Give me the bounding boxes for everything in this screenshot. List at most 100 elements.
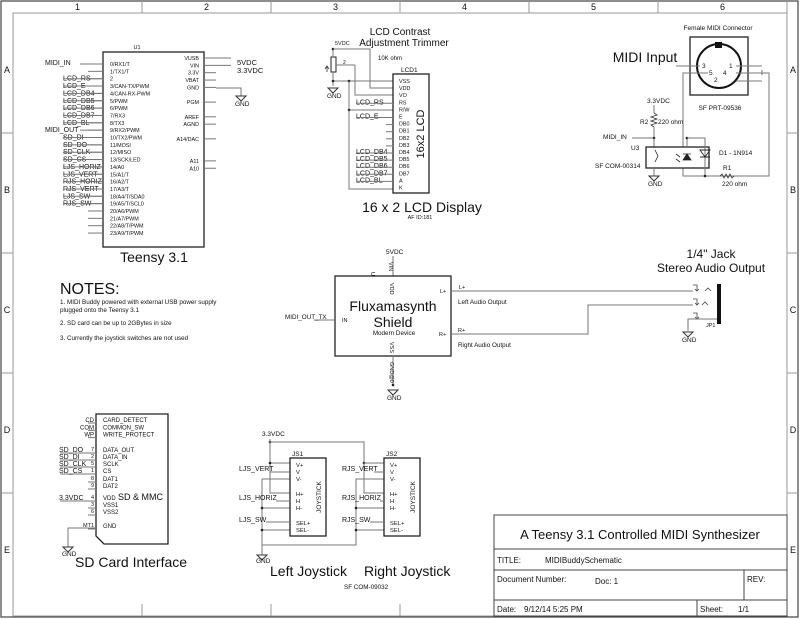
teensy-pin-label: 2	[110, 77, 113, 83]
js1-pin-label: H	[296, 499, 300, 505]
rjs-sw-net: RJS_SW	[342, 517, 371, 524]
sheet-label: Sheet:	[700, 605, 723, 614]
lcd-pin-label: DB1	[399, 129, 410, 135]
synth-vdd-label: VDD	[388, 283, 394, 295]
sd-pin-number: 8	[91, 476, 94, 482]
teensy-pin-label: AREF	[185, 115, 200, 121]
column-marker: 1	[75, 2, 80, 12]
sd-top-pin: COM	[80, 425, 94, 431]
teensy-pin-label: 23/A9/T/PWM	[110, 231, 144, 237]
teensy-net-label: MIDI_OUT	[45, 127, 79, 134]
js2-pin-label: V+	[390, 463, 398, 469]
contrast-trimmer[interactable]: 2	[324, 48, 355, 86]
row-marker-left: C	[4, 305, 11, 315]
jack-ref: JP1	[706, 323, 715, 329]
sd-pin-number: 1	[91, 468, 94, 474]
left-joystick-title: Left Joystick	[270, 563, 348, 579]
synth-block: 5VDC U2 VIN VDD VSS Fluxamasynth Shield …	[285, 249, 693, 402]
sd-top-pin: WP	[84, 433, 94, 439]
u3-optocoupler[interactable]	[645, 146, 710, 169]
svg-text:2: 2	[343, 60, 346, 66]
notes-heading: NOTES:	[60, 281, 120, 298]
sd-pin-name: GND	[103, 524, 117, 530]
js2-pin-label: H	[390, 499, 394, 505]
column-marker: 5	[591, 2, 596, 12]
teensy-pin-label: 20/A6/PWM	[110, 209, 139, 215]
lcd-pin-label: VSS	[399, 79, 410, 85]
stereo-jack[interactable]	[693, 284, 721, 324]
synth-in-pin: IN	[342, 318, 348, 324]
r1-value: 220 ohm	[722, 181, 747, 188]
date-label: Date:	[497, 605, 516, 614]
d1-diode	[699, 149, 711, 158]
teensy-pin-label: 13/SCK/LED	[110, 158, 141, 164]
sd-title: SD Card Interface	[75, 554, 187, 570]
synth-supply-label: 5VDC	[386, 249, 404, 256]
sd-top-pin-name: WRITE_PROTECT	[103, 433, 155, 439]
teensy-block: U1 0/RX1/TMIDI_IN1/TX1/T2LCD_RS3/CAN-TX/…	[45, 45, 264, 265]
note-1a: 1. MIDI Buddy powered with external USB …	[60, 299, 217, 306]
synth-maker: Modern Device	[373, 330, 416, 337]
jack-gnd-symbol: GND	[681, 331, 697, 344]
teensy-pin-label: 15/A1/T	[110, 172, 130, 178]
right-audio-label: Right Audio Output	[458, 342, 511, 349]
js2-pin-label: H-	[390, 506, 396, 512]
lcd-module[interactable]	[392, 73, 430, 194]
ljs-sw-net: LJS_SW	[239, 517, 267, 524]
audio-jack-block: 1/4" Jack Stereo Audio Output JP1 GND	[657, 247, 766, 344]
lcd-pin-label: R/W	[399, 107, 410, 113]
lcd-pin-label: DB0	[399, 122, 410, 128]
js2-pin-label: SEL+	[390, 521, 405, 527]
lcd-pin-label: DB4	[399, 150, 410, 156]
row-marker-left: A	[4, 65, 10, 75]
sd-net-label: SD_CS	[59, 468, 83, 475]
column-marker: 2	[204, 2, 209, 12]
teensy-pin-label: 4/CAN-RX-PWM	[110, 91, 151, 97]
sd-pin-name: DAT1	[103, 477, 119, 483]
teensy-pin-label: PGM	[187, 100, 200, 106]
jack-title-2: Stereo Audio Output	[657, 261, 766, 275]
row-marker-right: E	[790, 545, 796, 555]
synth-title-2: Shield	[374, 314, 413, 330]
synth-vss-label: VSS	[388, 342, 394, 353]
sd-pin-number: 9	[91, 483, 94, 489]
lcd-title: 16 x 2 LCD Display	[362, 199, 482, 215]
midi-input-block: Female MIDI Connector MIDI Input 3 1 5 4…	[595, 25, 770, 188]
row-marker-right: A	[790, 65, 796, 75]
js2-part: JOYSTICK	[410, 480, 417, 512]
teensy-pin-label: 14/A0	[110, 165, 124, 171]
teensy-pin-label: 11/MOSI	[110, 143, 131, 149]
lcd-pin-label: E	[399, 115, 403, 121]
teensy-pin-label: 19/A5/T/SCL0	[110, 202, 144, 208]
sd-pin-number: 3	[91, 502, 94, 508]
sd-net-label: 3.3VDC	[59, 495, 84, 502]
sd-pin-number: 6	[91, 509, 94, 515]
ljs-vert-net: LJS_VERT	[239, 466, 274, 473]
teensy-chip[interactable]	[102, 51, 205, 248]
js1-pin-label: V+	[296, 463, 304, 469]
js2-pin-label: V-	[390, 477, 396, 483]
fluxamasynth-shield[interactable]	[334, 275, 452, 357]
svg-text:GND: GND	[235, 101, 250, 108]
title-label: TITLE:	[497, 556, 521, 565]
teensy-pin-label: 8/TX3	[110, 121, 124, 127]
sd-pin-number: 7	[91, 447, 94, 453]
synth-gnd-symbol: GND	[386, 389, 402, 402]
left-joystick[interactable]	[289, 457, 327, 537]
right-joystick-title: Right Joystick	[364, 563, 451, 579]
sd-card-socket[interactable]	[95, 413, 169, 545]
svg-text:GND: GND	[256, 558, 271, 565]
teensy-pin-label: 1/TX1/T	[110, 69, 130, 75]
sd-part-label: SD & MMC	[118, 492, 164, 502]
teensy-ref: U1	[133, 45, 140, 51]
teensy-net-label: MIDI_IN	[45, 60, 71, 67]
sd-pin-name: DAT2	[103, 484, 119, 490]
teensy-pin-label: 16/A2/T	[110, 180, 130, 186]
sd-pin-name: VDD	[103, 496, 116, 502]
u3-part: SF COM-00314	[595, 163, 641, 170]
title-block: A Teensy 3.1 Controlled MIDI Synthesizer…	[493, 514, 788, 617]
joystick-block: 3.3VDC GND JS1 JS2 V+VV-H+HH-SEL+SEL-V+V…	[239, 431, 451, 591]
midi-connector-label: Female MIDI Connector	[684, 25, 754, 32]
teensy-pin-label: A11	[190, 159, 199, 165]
right-joystick[interactable]	[383, 457, 421, 537]
